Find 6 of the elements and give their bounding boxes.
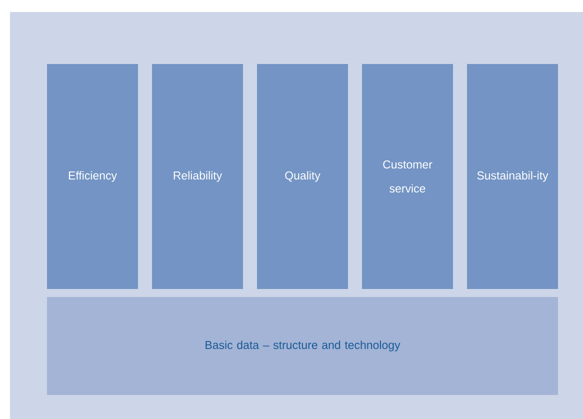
- pillar-box: Reliability: [152, 64, 243, 289]
- foundation-box: Basic data – structure and technology: [47, 296, 558, 395]
- pillar-box: Efficiency: [47, 64, 138, 289]
- pillar-box: Sustainabil-ity: [467, 64, 558, 289]
- pillar-box: Quality: [257, 64, 348, 289]
- pillar-box: Customer service: [362, 64, 453, 289]
